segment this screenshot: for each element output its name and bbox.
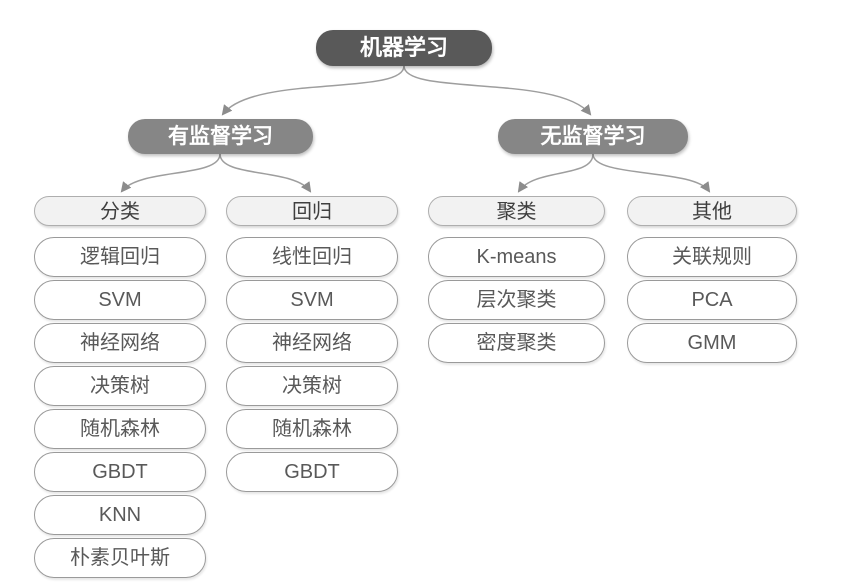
item-pill: GBDT	[226, 452, 398, 492]
item-pill: 随机森林	[34, 409, 206, 449]
connector-root-supervised	[221, 65, 405, 116]
node-classification-header: 分类	[34, 196, 206, 226]
item-pill: 层次聚类	[428, 280, 605, 320]
connector-unsupervised-clustering	[517, 153, 594, 193]
item-pill: 密度聚类	[428, 323, 605, 363]
item-pill: GMM	[627, 323, 797, 363]
item-pill: 逻辑回归	[34, 237, 206, 277]
node-clustering-header: 聚类	[428, 196, 605, 226]
node-other-header: 其他	[627, 196, 797, 226]
node-regression-header: 回归	[226, 196, 398, 226]
item-pill: 线性回归	[226, 237, 398, 277]
connector-supervised-classification	[120, 153, 221, 193]
item-pill: 决策树	[226, 366, 398, 406]
item-pill: 决策树	[34, 366, 206, 406]
item-pill: PCA	[627, 280, 797, 320]
connector-root-unsupervised	[403, 65, 592, 116]
item-pill: SVM	[34, 280, 206, 320]
item-pill: KNN	[34, 495, 206, 535]
item-pill: K-means	[428, 237, 605, 277]
node-supervised-learning: 有监督学习	[128, 119, 313, 154]
connector-supervised-regression	[219, 153, 312, 193]
connector-unsupervised-other	[592, 153, 711, 193]
item-pill: SVM	[226, 280, 398, 320]
item-pill: GBDT	[34, 452, 206, 492]
item-pill: 神经网络	[34, 323, 206, 363]
node-unsupervised-learning: 无监督学习	[498, 119, 688, 154]
item-pill: 随机森林	[226, 409, 398, 449]
item-pill: 朴素贝叶斯	[34, 538, 206, 578]
item-pill: 神经网络	[226, 323, 398, 363]
item-pill: 关联规则	[627, 237, 797, 277]
node-machine-learning: 机器学习	[316, 30, 492, 66]
